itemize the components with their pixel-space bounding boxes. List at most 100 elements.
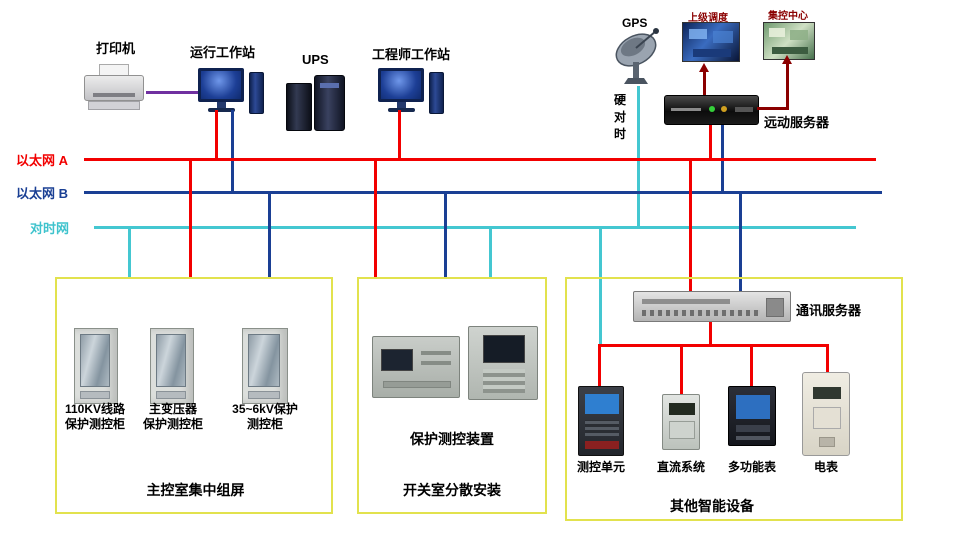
energy-meter-nameplate: [813, 407, 841, 429]
cabinet-transformer-icon: [150, 328, 194, 404]
energy-meter-drop: [826, 344, 829, 374]
server-ports: [735, 107, 753, 112]
telecontrol-server-icon: [664, 95, 759, 125]
operator-workstation-icon: [198, 68, 266, 120]
printer-slot: [93, 93, 135, 97]
ups-label: UPS: [302, 52, 329, 67]
measurement-unit-base: [585, 441, 619, 449]
measurement-unit-buttons: [585, 420, 619, 436]
hard-time-sync-char-1: 硬: [613, 93, 626, 107]
engineer-monitor-base: [388, 108, 415, 112]
operator-monitor: [198, 68, 244, 102]
cabinet-35kv-door: [248, 334, 280, 387]
superior-dispatch-photo: [682, 22, 740, 62]
dc-system-display: [669, 403, 695, 415]
multifunction-meter-screen: [736, 395, 770, 419]
cabinet-35kv-label-line2: 测控柜: [246, 417, 283, 431]
measurement-unit-drop: [598, 344, 601, 386]
zone3-time-sync-drop: [599, 229, 602, 344]
telecontrol-server-label: 远动服务器: [764, 115, 830, 130]
multifunction-meter-drop: [750, 344, 753, 386]
server-vent: [671, 108, 701, 111]
ups-icon: [286, 74, 348, 132]
cabinet-110kv-label: 110KV线路 保护测控柜: [52, 402, 138, 432]
multifunction-meter-strip: [736, 436, 770, 440]
cabinet-35kv-icon: [242, 328, 288, 404]
zone1-ethernet-b-drop: [268, 194, 271, 277]
printer-label: 打印机: [96, 41, 136, 56]
comm-server-vent: [642, 299, 730, 304]
server-led-amber: [721, 106, 727, 112]
cabinet-transformer-label-line1: 主变压器: [148, 402, 197, 416]
zone2-time-sync-drop: [489, 229, 492, 277]
printer-workstation-link: [146, 91, 198, 94]
protection-devices-label: 保护测控装置: [410, 431, 494, 447]
server-ethernet-a-link: [709, 125, 712, 158]
protection-device-2-keypad: [483, 369, 525, 393]
zone2-ethernet-a-drop: [374, 161, 377, 277]
energy-meter-display: [813, 387, 841, 399]
printer-body: [84, 75, 144, 101]
zone-switch-room: [357, 277, 547, 514]
protection-device-1-terminal: [383, 381, 451, 388]
ethernet-a-bus-line: [84, 158, 876, 161]
ethernet-a-bus-label: 以太网 A: [16, 153, 69, 168]
central-control-photo: [763, 22, 815, 60]
comm-server-down-link: [709, 322, 712, 346]
central-control-label: 集控中心: [768, 11, 808, 22]
measurement-unit-screen: [585, 394, 619, 414]
cabinet-transformer-label: 主变压器 保护测控柜: [138, 402, 208, 432]
zone-main-control-room: [55, 277, 333, 514]
cabinet-transformer-label-line2: 保护测控柜: [142, 417, 203, 431]
dispatch-console: [693, 49, 731, 57]
hard-time-sync-char-2: 对: [613, 110, 626, 124]
energy-meter-cover: [819, 437, 835, 447]
time-sync-bus-line: [94, 226, 856, 229]
smart-devices-distribution-line: [598, 344, 829, 347]
engineer-ws-ethernet-a-link: [398, 110, 401, 158]
cabinet-transformer-door: [156, 334, 186, 387]
zone3-ethernet-a-drop: [689, 161, 692, 292]
ethernet-b-bus-label: 以太网 B: [16, 186, 69, 201]
dc-system-dial: [669, 421, 695, 439]
ups-tower-large: [314, 75, 345, 131]
central-control-floor: [772, 47, 808, 54]
protection-device-1-screen: [381, 349, 413, 371]
central-control-desk: [790, 30, 808, 40]
cabinet-110kv-door: [80, 334, 110, 387]
operator-monitor-neck: [217, 102, 226, 108]
engineer-monitor-neck: [397, 102, 406, 108]
cabinet-transformer-base: [156, 391, 186, 399]
dispatch-screen-1: [689, 29, 707, 39]
comm-server-label: 通讯服务器: [796, 303, 862, 318]
zone-other-smart-devices: [565, 277, 903, 521]
zone2-ethernet-b-drop: [444, 194, 447, 277]
operator-tower: [249, 72, 264, 114]
multifunction-meter-icon: [728, 386, 776, 446]
operator-workstation-label: 运行工作站: [190, 45, 256, 60]
energy-meter-label: 电表: [813, 460, 838, 474]
cabinet-110kv-label-line1: 110KV线路: [64, 402, 126, 416]
protection-device-2-screen: [483, 335, 525, 363]
protection-device-1-icon: [372, 336, 460, 398]
cabinet-110kv-base: [80, 391, 110, 399]
hard-time-sync-label: 硬 对 时: [612, 92, 628, 143]
dc-system-icon: [662, 394, 700, 450]
cabinet-35kv-label: 35~6kV保护 测控柜: [224, 402, 306, 432]
engineer-monitor: [378, 68, 424, 102]
zone-switch-room-title: 开关室分散安装: [403, 482, 501, 498]
engineer-tower: [429, 72, 444, 114]
ethernet-b-bus-line: [84, 191, 882, 194]
dispatch-uplink-line: [703, 71, 706, 95]
cabinet-110kv-label-line2: 保护测控柜: [64, 417, 125, 431]
protection-device-1-slot2: [421, 361, 451, 365]
measurement-unit-label: 测控单元: [576, 460, 625, 474]
central-control-uplink-arrowhead: [782, 55, 792, 64]
zone1-ethernet-a-drop: [189, 161, 192, 277]
printer-icon: [84, 64, 146, 112]
comm-server-ports: [642, 310, 760, 316]
operator-ws-ethernet-a-link: [215, 110, 218, 158]
protection-device-2-icon: [468, 326, 538, 400]
multifunction-meter-buttons: [736, 425, 770, 432]
